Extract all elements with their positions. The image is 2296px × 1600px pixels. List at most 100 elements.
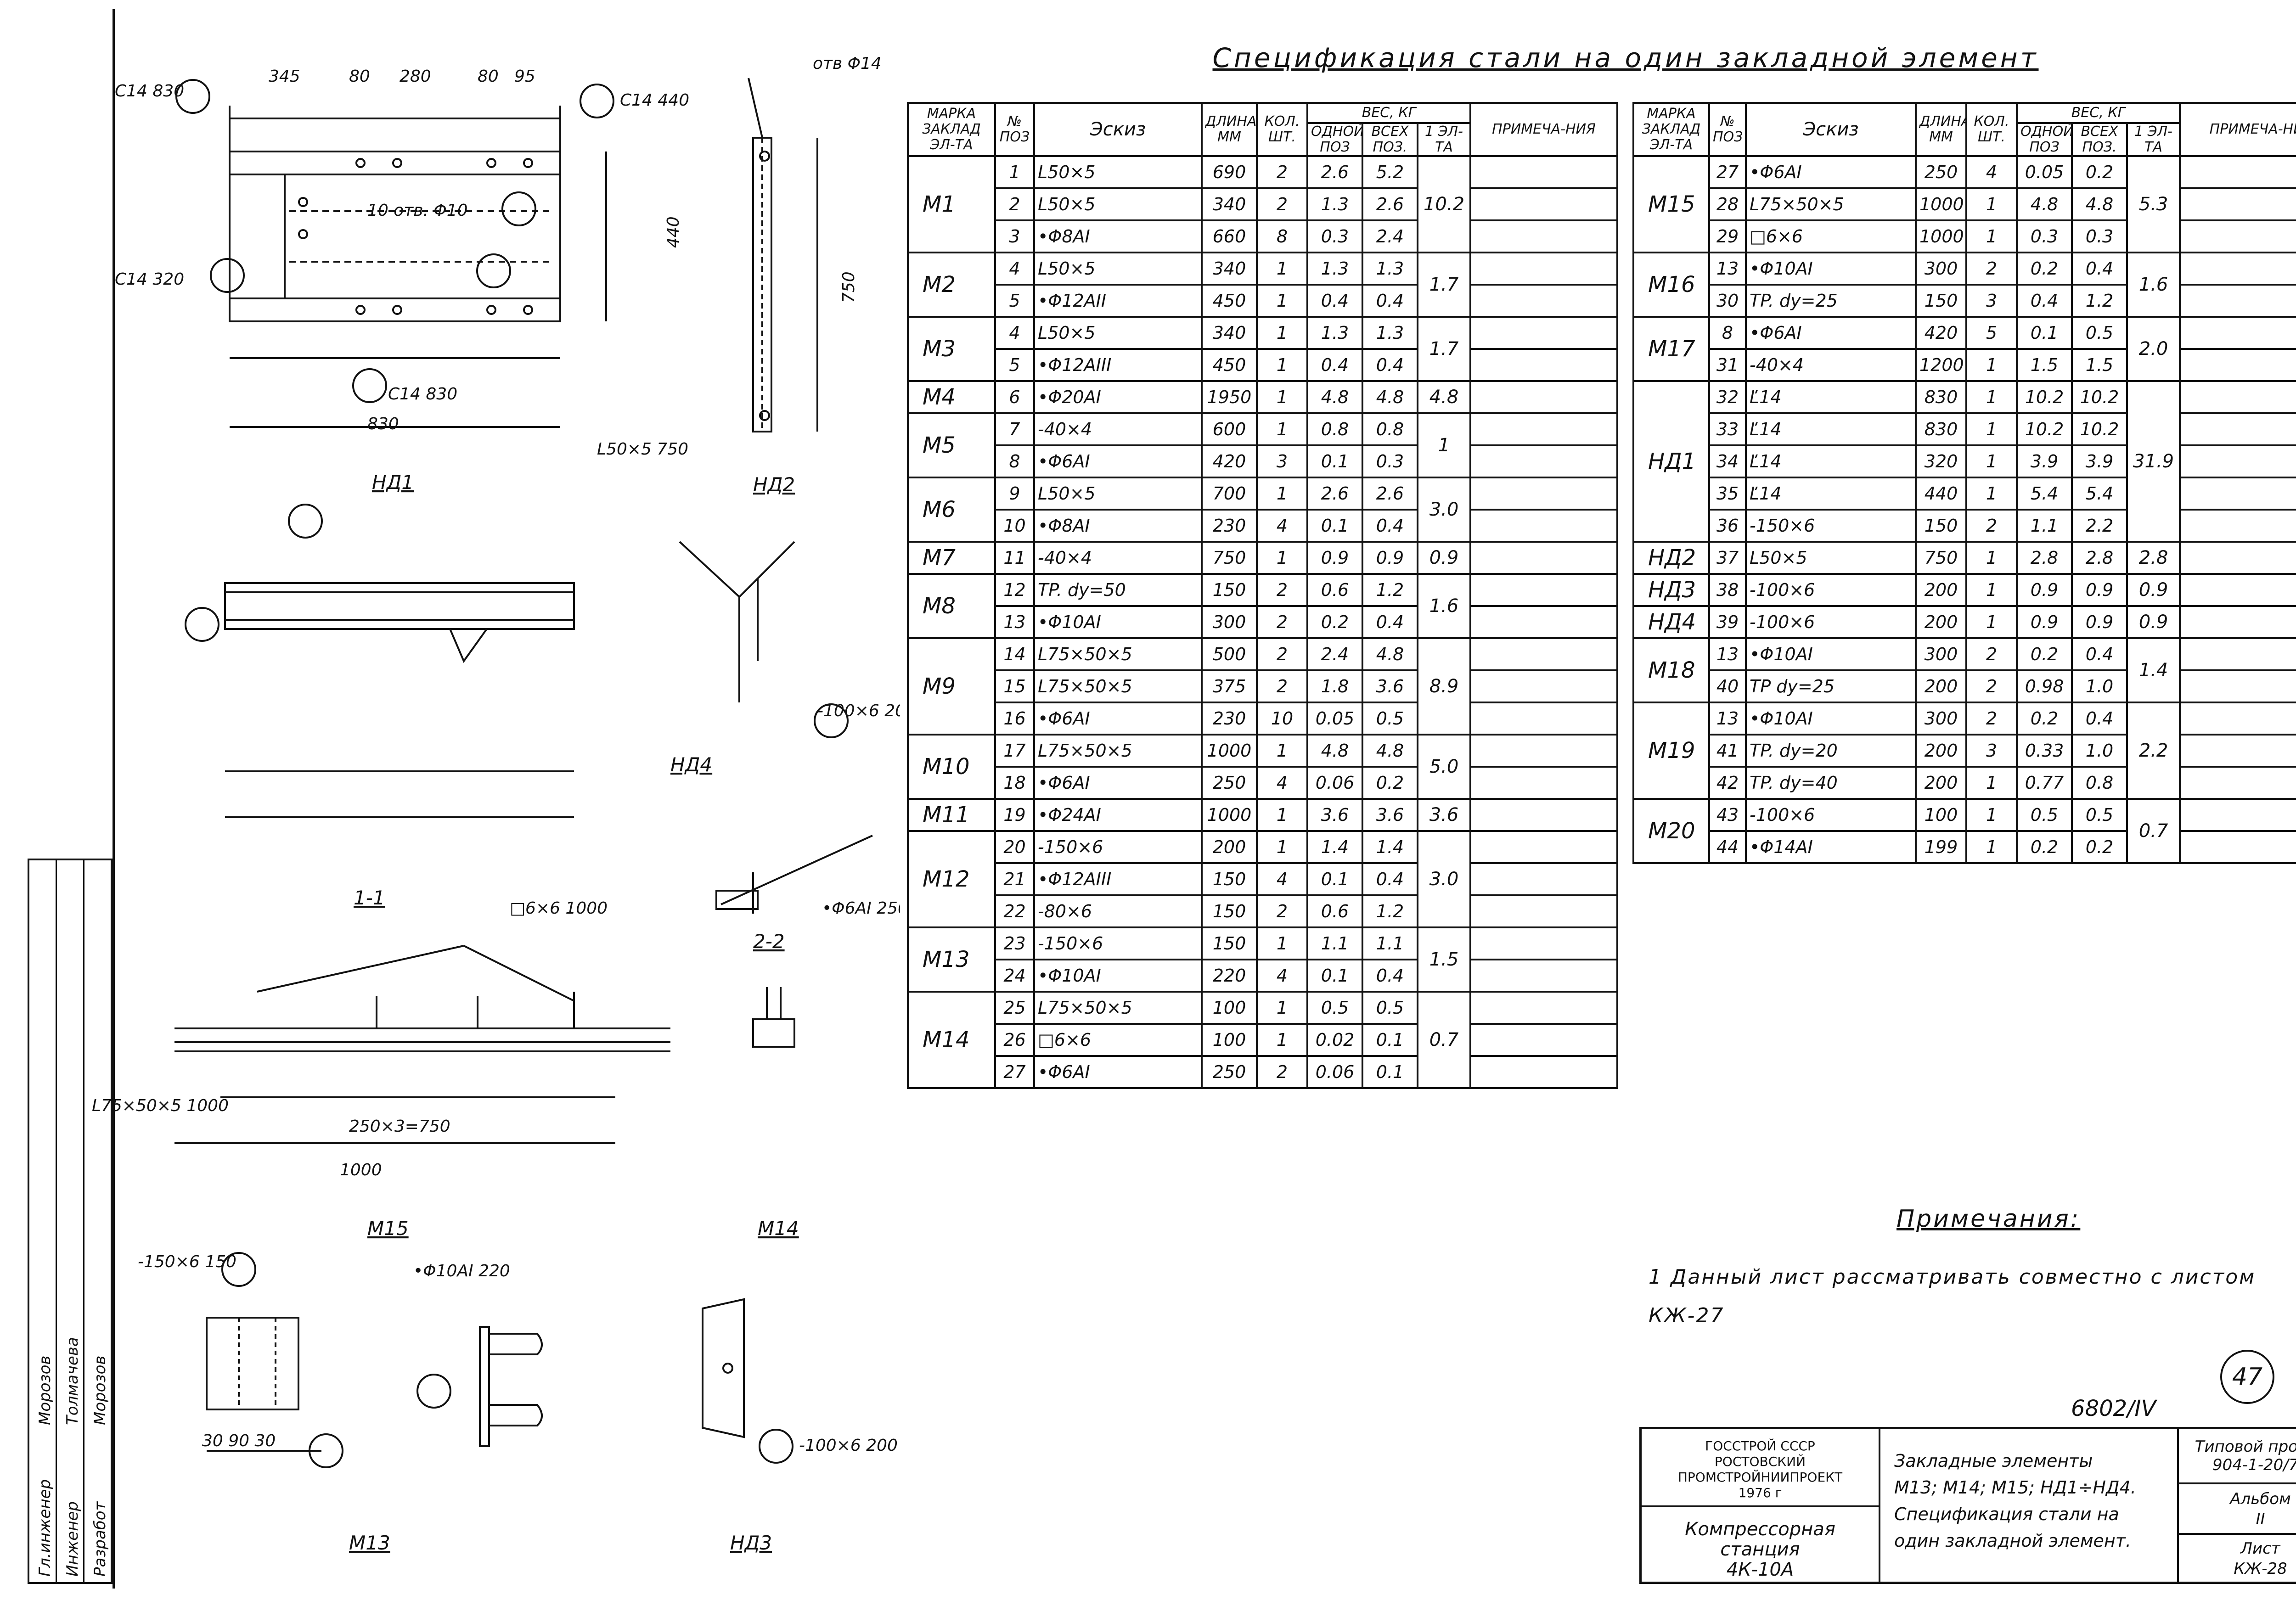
sketch-cell: L75×50×5 [1033,991,1203,1025]
sketch-cell: L50×5 [1033,155,1203,189]
element-total-weight: 0.7 [1416,991,1472,1089]
drawing-hd4-detail [679,541,849,738]
note-cell [2179,798,2296,832]
note-cell [2179,573,2296,607]
notes-text: 1 Данный лист рассматривать совместно с … [1649,1265,2256,1327]
position-cell: 40 [1708,669,1747,703]
qty-cell: 1 [1965,444,2018,478]
element-total-weight: 2.8 [2126,541,2181,575]
element-mark: M3 [907,316,996,382]
note-cell [1469,959,1619,993]
weight-one-cell: 0.6 [1306,894,1363,928]
position-cell: 13 [994,605,1035,639]
strip-role-3: Разработ [91,1501,109,1577]
hd1-angle: L50×5 750 [597,440,688,459]
weight-one-cell: 0.05 [2016,155,2073,189]
qty-cell: 1 [1965,187,2018,221]
sketch-cell: •Φ8AI [1033,509,1203,543]
weight-all-cell: 0.3 [1362,444,1418,478]
note-cell [1469,348,1619,382]
tb-album: Альбом II [2179,1484,2296,1535]
weight-one-cell: 0.06 [1306,766,1363,800]
element-mark: HД4 [1632,605,1710,639]
element-mark: M4 [907,380,996,414]
weight-one-cell: 5.4 [2016,477,2073,511]
element-total-weight: 0.7 [2126,798,2181,864]
weight-one-cell: 2.6 [1306,477,1363,511]
weight-one-cell: 0.33 [2016,734,2073,768]
weight-one-cell: 0.9 [2016,605,2073,639]
tb-sheet: Лист КЖ-28 [2179,1535,2296,1584]
length-cell: 750 [1201,541,1258,575]
note-cell [1469,669,1619,703]
sketch-cell: •Φ6AI [1033,1055,1203,1089]
hd1-dim-440: 440 [664,216,683,248]
drawing-section-1-1 [174,945,670,1144]
tb-station-line-3: 4К-10А [1726,1559,1794,1580]
position-cell: 32 [1708,380,1747,414]
weight-all-cell: 10.2 [2071,412,2128,446]
sketch-cell: •Φ10AI [1745,702,1917,735]
tb-album-line-1: Альбом [2230,1490,2291,1508]
note-cell [1469,894,1619,928]
weight-all-cell: 2.2 [2071,509,2128,543]
position-cell: 17 [994,734,1035,768]
weight-all-cell: 4.8 [1362,734,1418,768]
th-note-r: ПРИМЕЧА-НИЯ [2179,102,2296,157]
qty-cell: 1 [1965,766,2018,800]
tb-desc-line-2: M13; M14; M15; HД1÷HД4. [1894,1477,2136,1498]
sketch-cell: L50×5 [1033,477,1203,511]
weight-all-cell: 5.2 [1362,155,1418,189]
hd2-hole: отв Φ14 [813,54,882,73]
weight-all-cell: 1.2 [2071,284,2128,318]
tb-organization: ГОССТРОЙ СССР РОСТОВСКИЙ ПРОМСТРОЙНИИПРО… [1642,1429,1880,1507]
element-mark: M15 [1632,155,1710,253]
hd2-title: HД2 [753,473,795,496]
qty-cell: 1 [1965,573,2018,607]
m13-title: M13 [349,1532,390,1554]
position-cell: 2 [994,187,1035,221]
hd1-dim-80b: 80 [478,67,499,86]
sketch-cell: TP. dy=25 [1745,284,1917,318]
weight-one-cell: 0.8 [1306,412,1363,446]
length-cell: 500 [1201,637,1258,671]
element-mark: M9 [907,637,996,735]
element-total-weight: 1.7 [1416,252,1472,318]
spec-title: Спецификация стали на один закладной эле… [1212,42,2039,73]
tb-org-line-2: РОСТОВСКИЙ [1714,1454,1806,1469]
note-cell [1469,1055,1619,1089]
sketch-cell: •Φ20AI [1033,380,1203,414]
weight-all-cell: 0.1 [1362,1023,1418,1057]
length-cell: 450 [1201,284,1258,318]
element-mark: M11 [907,798,996,832]
weight-one-cell: 0.77 [2016,766,2073,800]
length-cell: 100 [1201,1023,1258,1057]
element-total-weight: 3.0 [1416,830,1472,928]
weight-all-cell: 0.4 [2071,637,2128,671]
weight-all-cell: 0.4 [2071,702,2128,735]
weight-one-cell: 0.2 [2016,830,2073,864]
th-note: ПРИМЕЧА-НИЯ [1469,102,1619,157]
length-cell: 200 [1915,573,1967,607]
weight-all-cell: 1.3 [1362,316,1418,350]
weight-all-cell: 0.2 [2071,155,2128,189]
m15-bar: •Φ6AI 250 [822,899,900,918]
qty-cell: 1 [1965,541,2018,575]
length-cell: 150 [1201,862,1258,896]
hd1-holes: 10 отв. Φ10 [367,201,468,220]
position-cell: 6 [994,380,1035,414]
note-cell [1469,380,1619,414]
position-cell: 3 [994,219,1035,253]
element-mark: M12 [907,830,996,928]
sketch-cell: •Φ6AI [1033,444,1203,478]
weight-all-cell: 0.4 [1362,605,1418,639]
note-cell [1469,605,1619,639]
note-cell [2179,284,2296,318]
element-mark: M19 [1632,702,1710,800]
